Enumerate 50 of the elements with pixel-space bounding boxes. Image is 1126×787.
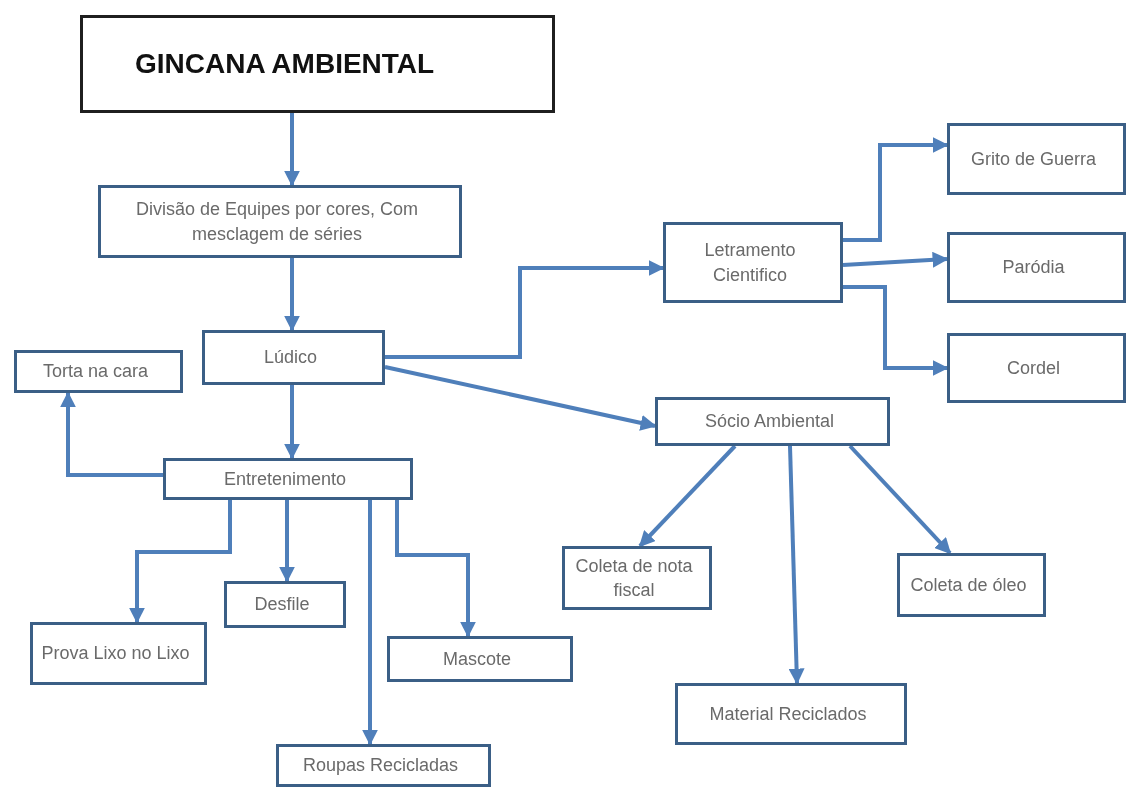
arrow	[843, 137, 949, 242]
topic-box	[562, 546, 712, 610]
arrow	[284, 113, 300, 187]
topic-box	[224, 581, 346, 628]
arrow	[848, 444, 952, 555]
arrow	[843, 285, 949, 376]
title-box	[80, 15, 555, 113]
topic-box	[897, 553, 1046, 617]
arrow	[395, 500, 476, 638]
topic-box	[14, 350, 183, 393]
box-label: Cordel	[1007, 356, 1060, 380]
arrow	[384, 365, 657, 431]
topic-box	[675, 683, 907, 745]
arrow	[638, 444, 737, 548]
box-label: Roupas Recicladas	[302, 754, 459, 778]
box-label: Lúdico	[263, 346, 317, 370]
topic-box	[947, 232, 1126, 303]
box-label: Paródia	[1002, 256, 1065, 280]
box-label: Sócio Ambiental	[704, 410, 835, 434]
topic-box	[163, 458, 413, 500]
topic-box	[98, 185, 462, 258]
box-label: Prova Lixo no Lixo	[41, 642, 190, 666]
box-label: Entretenimento	[223, 467, 347, 491]
topic-box	[663, 222, 843, 303]
title-text: GINCANA AMBIENTAL	[135, 47, 435, 82]
box-label: Coleta de nota fiscal	[574, 554, 694, 602]
box-label: Desfile	[254, 593, 310, 617]
topic-box	[276, 744, 491, 787]
box-label: Divisão de Equipes por cores, Com mesclagem de séries	[134, 198, 420, 246]
arrow	[362, 500, 378, 746]
topic-box	[947, 333, 1126, 403]
arrow	[279, 500, 295, 583]
box-label: Material Reciclados	[709, 702, 867, 726]
topic-box	[655, 397, 890, 446]
topic-box	[947, 123, 1126, 195]
topic-box	[30, 622, 207, 685]
box-label: Letramento Cientifico	[703, 239, 797, 287]
arrow	[284, 385, 300, 460]
arrow	[788, 445, 805, 685]
box-label: Coleta de óleo	[910, 573, 1027, 597]
topic-box	[202, 330, 385, 385]
box-label: Mascote	[443, 647, 511, 671]
arrow	[284, 258, 300, 332]
arrow	[60, 391, 163, 477]
arrow	[842, 251, 949, 268]
box-label: Torta na cara	[42, 360, 149, 384]
topic-box	[387, 636, 573, 682]
arrow	[385, 260, 665, 359]
box-label: Grito de Guerra	[970, 147, 1097, 171]
arrow	[129, 500, 232, 624]
